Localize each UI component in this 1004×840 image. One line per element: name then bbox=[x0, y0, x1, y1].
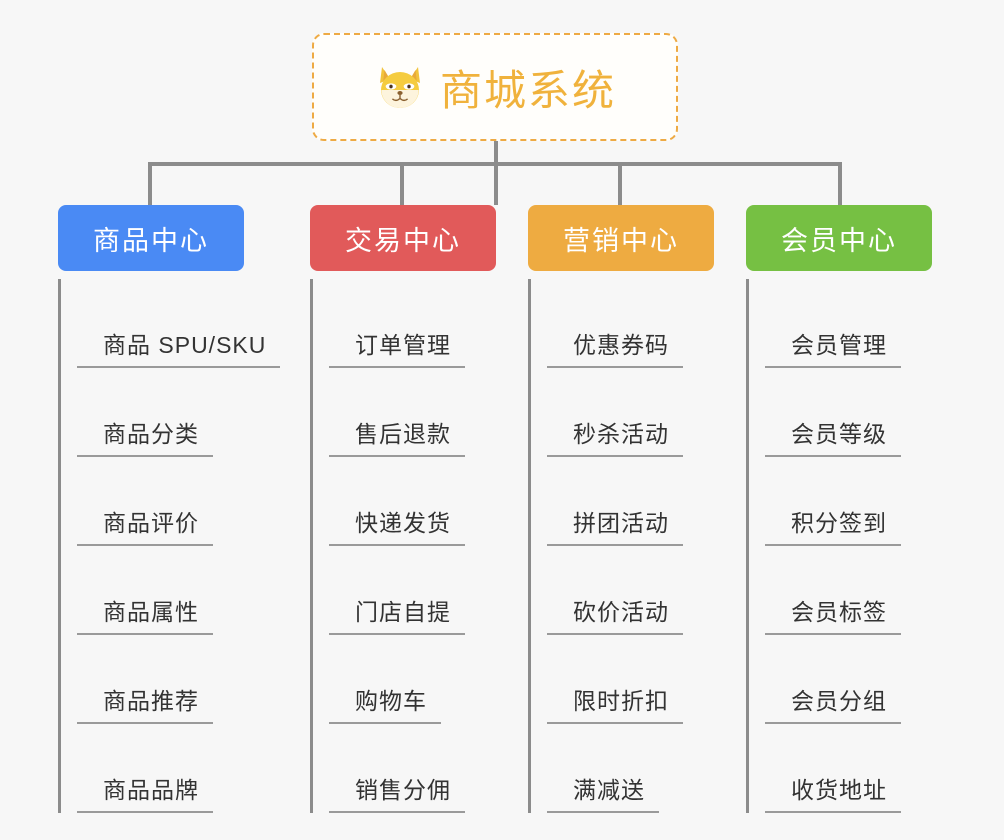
branch-header-product-center[interactable]: 商品中心 bbox=[58, 205, 244, 271]
branch-item-label: 购物车 bbox=[329, 682, 441, 724]
branch-item-label: 商品属性 bbox=[77, 593, 213, 635]
list-item[interactable]: 商品评价 bbox=[77, 457, 278, 546]
list-item[interactable]: 砍价活动 bbox=[547, 546, 748, 635]
list-item[interactable]: 会员标签 bbox=[765, 546, 966, 635]
list-item[interactable]: 拼团活动 bbox=[547, 457, 748, 546]
branch-item-label: 订单管理 bbox=[329, 326, 465, 368]
list-item[interactable]: 会员分组 bbox=[765, 635, 966, 724]
connector-drop-branch-4 bbox=[838, 162, 842, 208]
branch-item-label: 商品 SPU/SKU bbox=[77, 326, 281, 368]
list-item[interactable]: 商品分类 bbox=[77, 368, 278, 457]
connector-root-stem bbox=[494, 141, 498, 205]
branch-item-list: 订单管理 售后退款 快递发货 门店自提 购物车 销售分佣 bbox=[310, 279, 530, 813]
branch-item-label: 秒杀活动 bbox=[547, 415, 683, 457]
connector-drop-branch-1 bbox=[148, 162, 152, 208]
root-title: 商城系统 bbox=[439, 66, 616, 114]
list-item[interactable]: 限时折扣 bbox=[547, 635, 748, 724]
branch-item-label: 售后退款 bbox=[329, 415, 465, 457]
branch-item-list: 会员管理 会员等级 积分签到 会员标签 会员分组 收货地址 bbox=[746, 279, 966, 813]
list-item[interactable]: 快递发货 bbox=[329, 457, 530, 546]
branch-item-label: 会员管理 bbox=[765, 326, 901, 368]
branch-item-label: 销售分佣 bbox=[329, 771, 465, 813]
list-item[interactable]: 会员管理 bbox=[765, 279, 966, 368]
list-item[interactable]: 商品属性 bbox=[77, 546, 278, 635]
list-item[interactable]: 商品品牌 bbox=[77, 724, 278, 813]
list-item[interactable]: 商品 SPU/SKU bbox=[77, 279, 281, 368]
list-item[interactable]: 优惠券码 bbox=[547, 279, 748, 368]
branch-product-center: 商品中心 商品 SPU/SKU 商品分类 商品评价 商品属性 商品推荐 商品品牌 bbox=[58, 205, 281, 813]
branch-marketing-center: 营销中心 优惠券码 秒杀活动 拼团活动 砍价活动 限时折扣 满减送 bbox=[528, 205, 748, 813]
connector-drop-branch-2 bbox=[400, 162, 404, 208]
branch-trade-center: 交易中心 订单管理 售后退款 快递发货 门店自提 购物车 销售分佣 bbox=[310, 205, 530, 813]
branch-item-label: 会员标签 bbox=[765, 593, 901, 635]
list-item[interactable]: 售后退款 bbox=[329, 368, 530, 457]
list-item[interactable]: 会员等级 bbox=[765, 368, 966, 457]
branch-columns: 商品中心 商品 SPU/SKU 商品分类 商品评价 商品属性 商品推荐 商品品牌… bbox=[0, 205, 1004, 840]
list-item[interactable]: 秒杀活动 bbox=[547, 368, 748, 457]
list-item[interactable]: 积分签到 bbox=[765, 457, 966, 546]
branch-item-label: 商品评价 bbox=[77, 504, 213, 546]
branch-item-list: 商品 SPU/SKU 商品分类 商品评价 商品属性 商品推荐 商品品牌 bbox=[58, 279, 281, 813]
branch-item-label: 满减送 bbox=[547, 771, 659, 813]
branch-item-label: 商品推荐 bbox=[77, 682, 213, 724]
branch-item-label: 积分签到 bbox=[765, 504, 901, 546]
list-item[interactable]: 门店自提 bbox=[329, 546, 530, 635]
branch-item-label: 限时折扣 bbox=[547, 682, 683, 724]
branch-item-label: 商品分类 bbox=[77, 415, 213, 457]
branch-item-label: 拼团活动 bbox=[547, 504, 683, 546]
branch-item-label: 会员分组 bbox=[765, 682, 901, 724]
branch-item-list: 优惠券码 秒杀活动 拼团活动 砍价活动 限时折扣 满减送 bbox=[528, 279, 748, 813]
branch-header-marketing-center[interactable]: 营销中心 bbox=[528, 205, 714, 271]
branch-item-label: 商品品牌 bbox=[77, 771, 213, 813]
branch-item-label: 门店自提 bbox=[329, 593, 465, 635]
list-item[interactable]: 订单管理 bbox=[329, 279, 530, 368]
branch-header-label: 营销中心 bbox=[563, 225, 679, 256]
list-item[interactable]: 收货地址 bbox=[765, 724, 966, 813]
root-node-shop-system[interactable]: 商城系统 bbox=[312, 33, 678, 141]
branch-item-label: 收货地址 bbox=[765, 771, 901, 813]
branch-item-label: 会员等级 bbox=[765, 415, 901, 457]
branch-header-label: 会员中心 bbox=[781, 225, 897, 256]
list-item[interactable]: 商品推荐 bbox=[77, 635, 278, 724]
shiba-dog-face-icon bbox=[374, 61, 426, 113]
branch-header-label: 商品中心 bbox=[93, 225, 209, 256]
branch-item-label: 快递发货 bbox=[329, 504, 465, 546]
branch-item-label: 优惠券码 bbox=[547, 326, 683, 368]
list-item[interactable]: 销售分佣 bbox=[329, 724, 530, 813]
branch-item-label: 砍价活动 bbox=[547, 593, 683, 635]
branch-header-member-center[interactable]: 会员中心 bbox=[746, 205, 932, 271]
list-item[interactable]: 满减送 bbox=[547, 724, 748, 813]
branch-member-center: 会员中心 会员管理 会员等级 积分签到 会员标签 会员分组 收货地址 bbox=[746, 205, 966, 813]
connector-drop-branch-3 bbox=[618, 162, 622, 208]
branch-header-label: 交易中心 bbox=[345, 225, 461, 256]
connector-horizontal-bus bbox=[148, 162, 842, 166]
branch-header-trade-center[interactable]: 交易中心 bbox=[310, 205, 496, 271]
list-item[interactable]: 购物车 bbox=[329, 635, 530, 724]
